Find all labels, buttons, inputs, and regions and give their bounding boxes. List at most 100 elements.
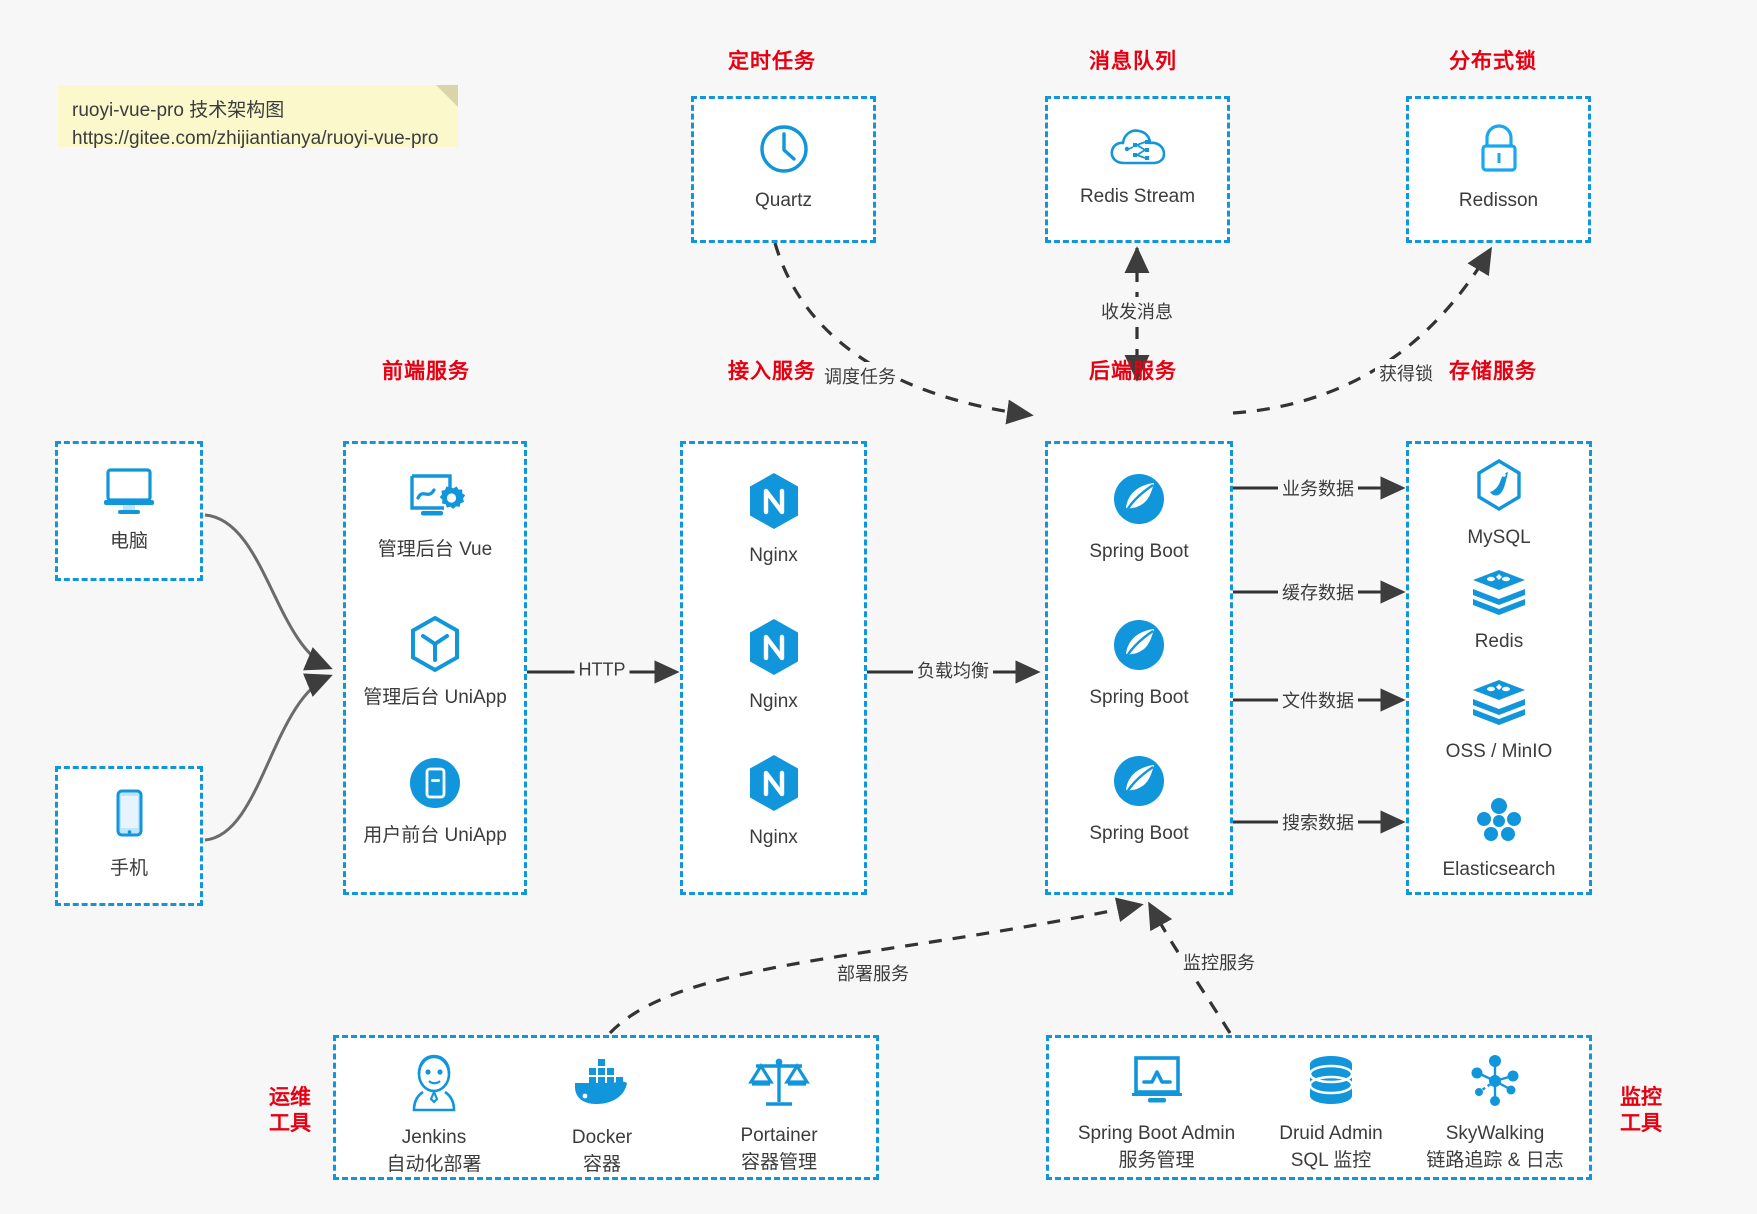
edge-label-mq-to-backend: 收发消息 [1097,297,1177,325]
edge-label-gateway-to-backend: 负载均衡 [913,656,993,684]
node-spring-boot-3[interactable]: Spring Boot [1048,752,1230,847]
node-label: 电脑 [109,531,148,552]
desktop-icon [58,462,200,523]
node-portainer[interactable]: Portainer 容器管理 [694,1052,864,1176]
scales-icon [694,1052,864,1117]
node-oss-minio[interactable]: OSS / MinIO [1409,676,1589,765]
group-title-scheduler: 定时任务 [728,50,816,73]
edge-label-backend-to-mysql: 业务数据 [1278,474,1358,502]
node-nginx-3[interactable]: Nginx [683,752,864,851]
app-circle-icon [346,754,524,817]
group-gateway[interactable]: Nginx Nginx Nginx [680,441,867,895]
edge-label-backend-to-oss: 文件数据 [1278,686,1358,714]
node-skywalking[interactable]: SkyWalking 链路追踪 & 日志 [1395,1052,1595,1174]
group-monitor[interactable]: Spring Boot Admin 服务管理 Druid Admin SQL 监… [1046,1035,1592,1180]
node-label: Elasticsearch [1442,859,1556,880]
node-sub-label: 容器 [582,1153,621,1175]
node-docker[interactable]: Docker 容器 [522,1052,682,1178]
node-label: Nginx [749,691,798,712]
group-lock[interactable]: Redisson [1406,96,1591,243]
node-label: Redisson [1458,190,1539,211]
group-devops[interactable]: Jenkins 自动化部署 Docker 容器 [333,1035,879,1180]
mysql-icon [1409,458,1589,519]
spring-leaf-icon [1048,470,1230,533]
edge-label-monitor-to-backend: 监控服务 [1179,948,1259,976]
node-desktop[interactable]: 电脑 [58,462,200,555]
elasticsearch-icon [1409,792,1589,851]
node-user-uniapp[interactable]: 用户前台 UniApp [346,754,524,849]
note-line-2: https://gitee.com/zhijiantianya/ruoyi-vu… [72,127,439,149]
group-frontend[interactable]: 管理后台 Vue 管理后台 UniApp 用户前台 UniApp [343,441,527,895]
node-nginx-1[interactable]: Nginx [683,470,864,569]
node-sub-label: 链路追踪 & 日志 [1426,1149,1564,1171]
database-icon [1251,1052,1411,1115]
cloud-stream-icon [1048,123,1227,178]
node-label: Portainer [740,1125,818,1146]
node-quartz[interactable]: Quartz [694,121,873,214]
edge-label-scheduler-to-backend: 调度任务 [820,362,900,390]
node-label: Redis Stream [1079,186,1196,207]
group-title-frontend: 前端服务 [382,360,470,383]
node-sub-label: 容器管理 [740,1151,817,1173]
lock-icon [1409,121,1588,182]
node-label: Druid Admin [1279,1123,1383,1144]
node-label: Nginx [749,827,798,848]
node-label: Jenkins [401,1127,467,1148]
edge-label-backend-to-es: 搜索数据 [1278,808,1358,836]
node-label: 管理后台 UniApp [363,687,507,708]
side-title-devops: 运维 工具 [255,1085,325,1138]
node-redis-stream[interactable]: Redis Stream [1048,123,1227,210]
node-label: Nginx [749,545,798,566]
node-jenkins[interactable]: Jenkins 自动化部署 [354,1052,514,1178]
node-label: Docker [571,1127,633,1148]
node-label: Quartz [754,190,813,211]
node-mobile[interactable]: 手机 [58,787,200,882]
clock-icon [694,121,873,182]
node-label: SkyWalking [1445,1123,1545,1144]
node-admin-uniapp[interactable]: 管理后台 UniApp [346,614,524,711]
spring-leaf-icon [1048,616,1230,679]
node-label: 用户前台 UniApp [363,825,507,846]
group-title-storage: 存储服务 [1449,360,1537,383]
node-label: OSS / MinIO [1445,741,1553,762]
group-backend[interactable]: Spring Boot Spring Boot Spring Boot [1045,441,1233,895]
skywalking-icon [1395,1052,1595,1115]
node-label: 管理后台 Vue [377,539,493,560]
node-label: Spring Boot [1089,687,1189,708]
group-mq[interactable]: Redis Stream [1045,96,1230,243]
cube-icon [346,614,524,679]
group-title-gateway: 接入服务 [728,360,816,383]
node-druid-admin[interactable]: Druid Admin SQL 监控 [1251,1052,1411,1174]
node-label: Spring Boot Admin [1077,1123,1236,1144]
docker-icon [522,1052,682,1119]
edge-label-backend-to-lock: 获得锁 [1375,359,1437,387]
node-redis[interactable]: Redis [1409,566,1589,655]
edge-label-backend-to-redis: 缓存数据 [1278,578,1358,606]
node-mysql[interactable]: MySQL [1409,458,1589,551]
note-fold-icon [436,85,458,107]
edge-label-frontend-to-gateway: HTTP [574,658,630,682]
oss-icon [1409,676,1589,733]
group-title-lock: 分布式锁 [1449,50,1537,73]
monitor-chart-icon [1059,1052,1254,1115]
node-nginx-2[interactable]: Nginx [683,616,864,715]
group-client-mobile[interactable]: 手机 [55,766,203,906]
group-storage[interactable]: MySQL Redis [1406,441,1592,895]
side-title-line-2: 工具 [1620,1112,1662,1136]
group-client-desktop[interactable]: 电脑 [55,441,203,581]
node-admin-vue[interactable]: 管理后台 Vue [346,468,524,563]
spring-leaf-icon [1048,752,1230,815]
edge-label-devops-to-backend: 部署服务 [833,959,913,987]
node-elasticsearch[interactable]: Elasticsearch [1409,792,1589,883]
side-title-line-2: 工具 [269,1112,311,1136]
node-spring-boot-admin[interactable]: Spring Boot Admin 服务管理 [1059,1052,1254,1174]
node-sub-label: 自动化部署 [386,1153,482,1175]
group-scheduler[interactable]: Quartz [691,96,876,243]
note-line-1: ruoyi-vue-pro 技术架构图 [72,100,285,121]
node-spring-boot-1[interactable]: Spring Boot [1048,470,1230,565]
node-redisson[interactable]: Redisson [1409,121,1588,214]
node-spring-boot-2[interactable]: Spring Boot [1048,616,1230,711]
group-title-mq: 消息队列 [1089,50,1177,73]
mobile-icon [58,787,200,850]
